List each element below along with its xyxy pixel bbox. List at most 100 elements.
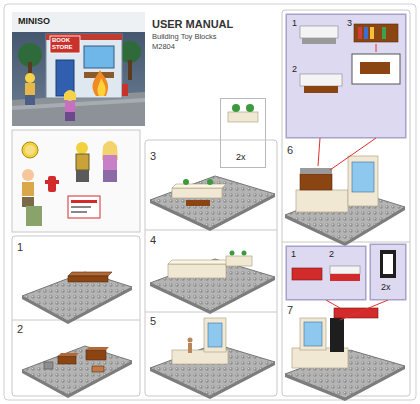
- step-4-model: [150, 251, 275, 315]
- step-6-callout-art-shape: [302, 38, 336, 44]
- minifig-panel-shape: [103, 170, 117, 182]
- step-6-callout-art-shape: [300, 74, 342, 86]
- step-7-model-shape: [304, 322, 322, 346]
- minifig-panel-shape: [68, 196, 100, 218]
- step-5-model: [150, 318, 275, 399]
- step-3-model-shape: [186, 200, 210, 206]
- panel-frames-shape: [145, 140, 277, 396]
- step-6-model-shape: [300, 174, 332, 190]
- step-2-model-shape: [86, 350, 106, 360]
- step-6-callout-art-shape: [364, 27, 368, 39]
- minifig-panel-shape: [22, 169, 34, 181]
- step-7-model-shape: [300, 318, 326, 350]
- step-4-model-shape: [242, 251, 247, 256]
- box-art-shape: [46, 34, 122, 98]
- step-number: 6: [287, 144, 293, 156]
- minifig-panel-shape: [76, 170, 89, 182]
- step-3-model-shape: [246, 104, 254, 112]
- step-4-model-shape: [230, 251, 235, 256]
- step-6-model-shape: [352, 162, 374, 192]
- step-number: 3: [150, 150, 156, 162]
- parts-callout: 12: [286, 246, 366, 300]
- step-number: 2: [17, 323, 23, 335]
- step-number: 1: [17, 241, 23, 253]
- step-7-callout-art-shape: [330, 266, 360, 274]
- callout-number: 2x: [236, 153, 246, 163]
- callout-number: 3: [347, 19, 352, 29]
- step-2-model-shape: [58, 353, 79, 356]
- step-4-model-shape: [226, 256, 252, 266]
- step-2-model-shape: [92, 366, 104, 372]
- step-2-model: [22, 346, 132, 398]
- step-3-model-shape: [183, 179, 189, 185]
- box-art-shape: [50, 36, 80, 53]
- step-3-model-shape: [172, 188, 222, 198]
- step-2-model-shape: [22, 346, 132, 395]
- box-art-shape: [93, 70, 109, 96]
- step-3-model-shape: [232, 104, 240, 112]
- step-2-model-shape: [44, 362, 53, 369]
- panel-frames-shape: [4, 4, 416, 400]
- step-6-callout-art-shape: [360, 62, 390, 74]
- parts-callout: 1 2 3: [286, 14, 406, 138]
- minifig-panel-shape: [22, 197, 34, 207]
- box-art: [12, 12, 145, 126]
- callout-number: 1: [291, 250, 296, 260]
- model-number: M2804: [152, 43, 175, 51]
- step-4-model-shape: [168, 260, 230, 264]
- callout-number: 2x: [381, 283, 391, 293]
- callout-number: 1: [292, 19, 297, 29]
- minifig-panel-shape: [22, 182, 34, 196]
- step-1-model: [22, 272, 132, 324]
- step-7-callout-art-shape: [370, 244, 406, 300]
- minifig-panel-shape: [12, 130, 140, 232]
- step-5-model-shape: [188, 338, 193, 343]
- step-3-model-shape: [150, 176, 275, 228]
- step-5-model-shape: [204, 318, 226, 352]
- step-7-callout-art-shape: [380, 250, 396, 278]
- box-art-shape: [25, 73, 35, 83]
- step-6-model: [285, 138, 405, 246]
- minifig-panel-shape: [71, 200, 97, 203]
- parts-callout: 2x: [370, 244, 406, 300]
- step-7-model-shape: [330, 318, 344, 352]
- step-4-model-shape: [150, 259, 275, 311]
- minifig-panel: [12, 130, 140, 232]
- brand-name: MINISO: [18, 17, 50, 27]
- step-1-model-shape: [22, 272, 132, 321]
- callout-number: 2: [292, 65, 297, 75]
- step-7-model-shape: [340, 300, 388, 320]
- step-6-model-shape: [330, 138, 376, 170]
- panel-frames-shape: [12, 236, 140, 396]
- step-6-callout-art-shape: [352, 54, 400, 84]
- step-2-model-shape: [86, 347, 109, 350]
- step-7-callout-art-shape: [383, 254, 393, 274]
- step-6-callout-art-shape: [382, 27, 386, 39]
- step-1-model-shape: [68, 276, 108, 282]
- box-art-shape: [25, 83, 35, 95]
- step-3-model-shape: [172, 184, 226, 188]
- box-art-shape: [84, 46, 114, 68]
- minifig-panel-shape: [25, 145, 35, 155]
- minifig-panel-shape: [22, 142, 38, 158]
- step-6-callout-art-shape: [354, 24, 398, 42]
- step-6-callout-art-shape: [358, 27, 362, 39]
- callout-number: 2: [329, 250, 334, 260]
- box-art-shape: [64, 90, 76, 100]
- minifig-panel-shape: [103, 155, 117, 170]
- step-3-model-shape: [207, 179, 213, 185]
- store-sign: BOOK STORE: [52, 37, 80, 50]
- minifig-panel-shape: [45, 180, 59, 184]
- step-6-callout-art-shape: [286, 14, 406, 138]
- step-3-model-shape: [228, 112, 258, 122]
- box-art-shape: [25, 95, 35, 105]
- step-1-model-shape: [68, 272, 112, 276]
- step-5-model-shape: [208, 323, 222, 347]
- step-6-callout-art-shape: [300, 26, 338, 38]
- minifig-panel-shape: [26, 206, 42, 226]
- step-7-callout-art-shape: [330, 274, 360, 281]
- panel-frames-shape: [282, 10, 410, 396]
- manual-title: USER MANUAL: [152, 18, 233, 30]
- panel-frames: [4, 4, 416, 400]
- step-6-model-shape: [296, 190, 348, 212]
